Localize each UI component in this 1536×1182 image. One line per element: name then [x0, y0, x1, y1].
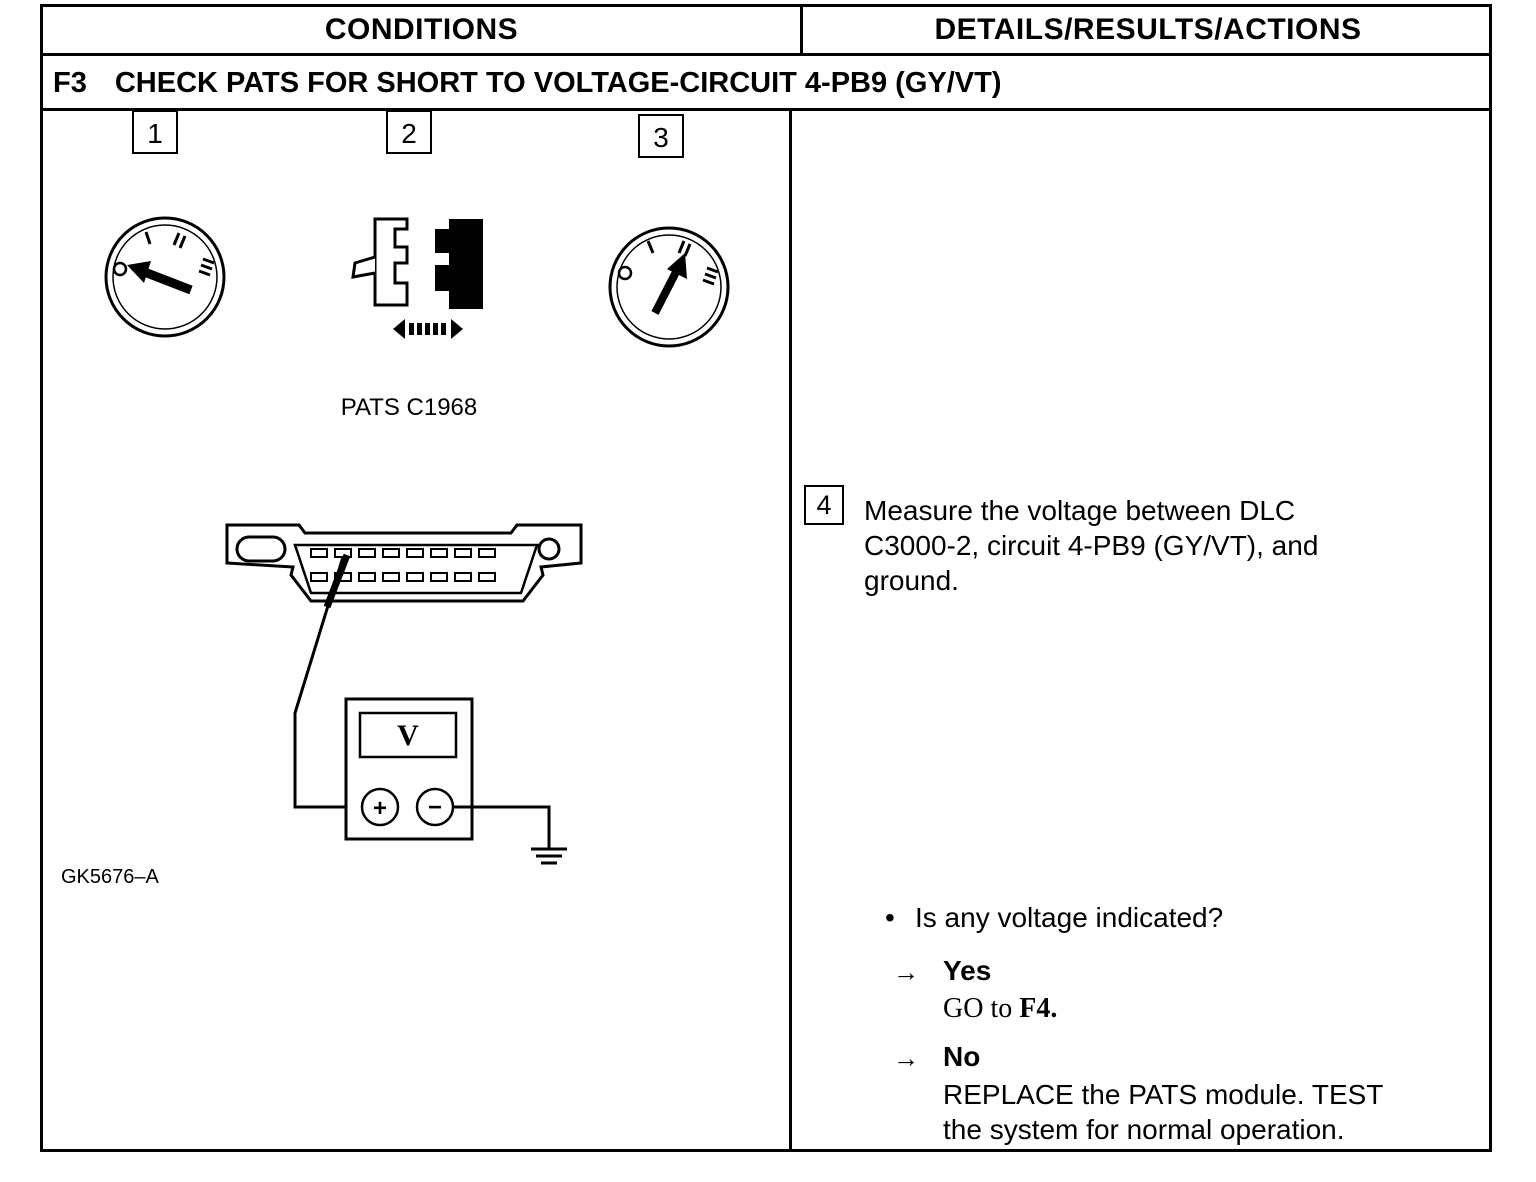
- yes-label: Yes: [943, 955, 992, 986]
- question-text: Is any voltage indicated?: [915, 902, 1224, 933]
- voltmeter-symbol: V: [397, 719, 419, 752]
- conditions-header: CONDITIONS: [324, 13, 519, 46]
- test-table: CONDITIONS DETAILS/RESULTS/ACTIONS F3 CH…: [40, 4, 1492, 1152]
- measure-line-1: Measure the voltage between DLC: [864, 495, 1296, 526]
- yes-action: GO to F4.: [943, 991, 1057, 1026]
- figure-id: GK5676–A: [61, 866, 160, 888]
- ground-icon: [453, 805, 567, 865]
- conditions-diagram: 1 2 3: [61, 110, 730, 888]
- arrow-right-icon: →: [893, 957, 919, 987]
- measure-instruction: Measure the voltage between DLC C3000-2,…: [864, 493, 1424, 598]
- plus-terminal: +: [373, 795, 387, 822]
- no-action: REPLACE the PATS module. TEST the system…: [943, 1077, 1383, 1147]
- pats-connector-icon: [351, 217, 483, 339]
- test-title-row: F3 CHECK PATS FOR SHORT TO VOLTAGE-CIRCU…: [53, 59, 1002, 107]
- connector-label: PATS C1968: [341, 394, 478, 421]
- ignition-switch-off-icon: [104, 216, 226, 338]
- dlc-connector-icon: [225, 523, 583, 603]
- step-2-number: 2: [401, 118, 417, 149]
- probe-icon: [323, 553, 351, 609]
- yes-go-text: GO to: [943, 993, 1013, 1024]
- step-3-number: 3: [653, 122, 669, 153]
- step-1-number: 1: [147, 118, 163, 149]
- yes-target-link[interactable]: F4.: [1019, 993, 1058, 1024]
- step-3-box: [638, 114, 684, 158]
- ignition-switch-run-icon: [608, 226, 730, 348]
- column-divider-top: [800, 7, 803, 53]
- measure-line-2: C3000-2, circuit 4-PB9 (GY/VT), and: [864, 530, 1319, 561]
- column-divider-main: [789, 111, 792, 1152]
- no-label: No: [943, 1041, 981, 1072]
- step-1-box: [132, 110, 178, 154]
- arrow-right-icon: →: [893, 1043, 919, 1073]
- details-header: DETAILS/RESULTS/ACTIONS: [934, 13, 1362, 46]
- title-divider: [43, 108, 1489, 111]
- header-divider: [43, 53, 1489, 56]
- voltage-question: • Is any voltage indicated?: [885, 902, 1223, 934]
- measure-line-3: ground.: [864, 565, 959, 596]
- no-action-line-2: the system for normal operation.: [943, 1114, 1345, 1145]
- test-title: CHECK PATS FOR SHORT TO VOLTAGE-CIRCUIT …: [114, 66, 1002, 99]
- step-4-box: 4: [804, 485, 844, 525]
- voltmeter-icon: [344, 697, 474, 841]
- bullet-icon: •: [885, 902, 895, 933]
- step-2-box: [386, 110, 432, 154]
- minus-terminal: −: [428, 794, 442, 821]
- test-number: F3: [53, 66, 87, 99]
- no-action-line-1: REPLACE the PATS module. TEST: [943, 1079, 1384, 1110]
- positive-lead: [293, 556, 353, 809]
- step-4-number: 4: [816, 489, 832, 520]
